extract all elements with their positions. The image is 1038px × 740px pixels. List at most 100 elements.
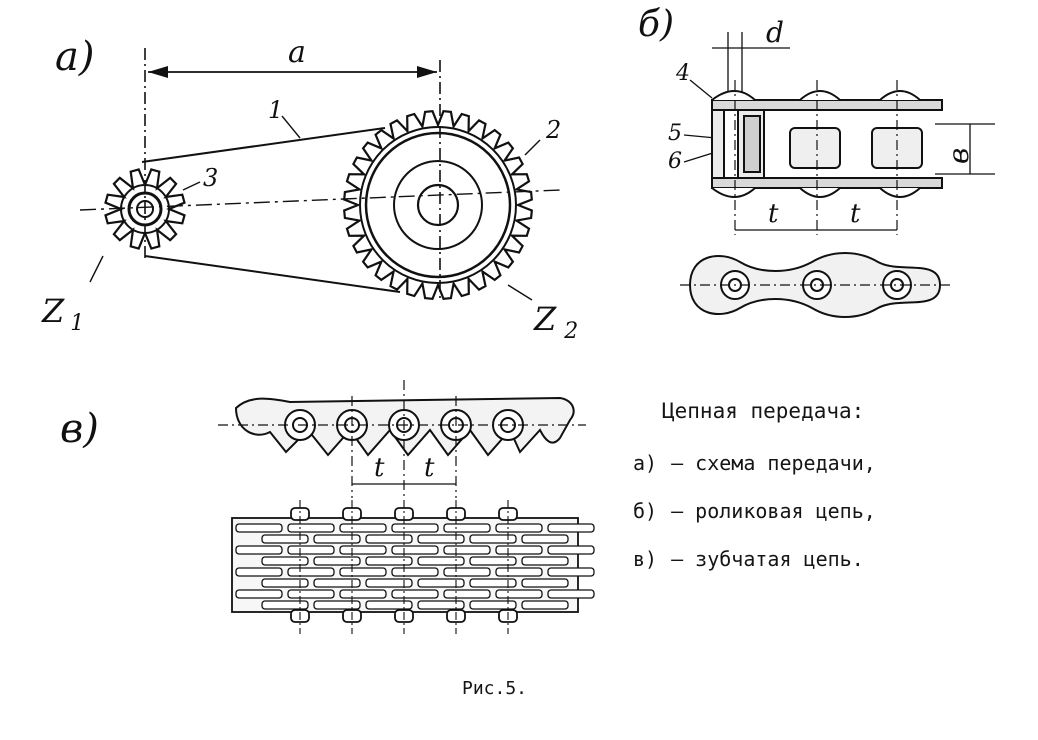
chain-plate bbox=[417, 534, 465, 544]
chain-plate bbox=[547, 567, 595, 577]
chain-plate bbox=[365, 600, 413, 610]
chain-plate bbox=[391, 523, 439, 533]
arrowhead-right bbox=[417, 66, 437, 78]
chain-plate bbox=[521, 578, 569, 588]
small-sprocket-teeth bbox=[104, 168, 186, 250]
leader-2 bbox=[524, 139, 541, 156]
arrowhead-left bbox=[148, 66, 168, 78]
pitch-t-2: t bbox=[850, 199, 861, 229]
leader-z1 bbox=[89, 255, 104, 283]
caption: Цепная передача: а)– схема передачи, б)–… bbox=[633, 399, 876, 571]
chain-pin-hole bbox=[396, 417, 412, 433]
figure-caption: Рис.5. bbox=[462, 678, 527, 699]
panel-b-label: б) bbox=[638, 4, 674, 45]
large-sprocket bbox=[343, 110, 533, 300]
chain-plate bbox=[443, 545, 491, 555]
chain-plate bbox=[521, 600, 569, 610]
chain-lower-strand bbox=[144, 255, 401, 293]
toothed-chain-top-view bbox=[231, 500, 595, 634]
chain-plate bbox=[547, 523, 595, 533]
chain-plate bbox=[261, 578, 309, 588]
chain-plate bbox=[287, 567, 335, 577]
chain-plate bbox=[417, 600, 465, 610]
panel-a: a) a 1 2 3 bbox=[41, 34, 578, 344]
large-sprocket-teeth bbox=[343, 110, 533, 300]
leader-4 bbox=[689, 79, 713, 99]
chain-plate bbox=[469, 556, 517, 566]
caption-item-c: в)– зубчатая цепь. bbox=[633, 547, 864, 571]
chain-plate bbox=[287, 589, 335, 599]
chain-plate bbox=[235, 523, 283, 533]
chain-plate bbox=[469, 534, 517, 544]
sprocket-number-2: 2 bbox=[545, 116, 561, 144]
panel-c-label: в) bbox=[60, 406, 99, 452]
chain-plate bbox=[417, 578, 465, 588]
roller-chain-side-view bbox=[680, 252, 950, 318]
leader-5 bbox=[683, 134, 717, 139]
chain-plate bbox=[313, 578, 361, 588]
roller-chain-top-view bbox=[711, 80, 943, 235]
chain-plate bbox=[443, 523, 491, 533]
chain-plate bbox=[495, 589, 543, 599]
chain-plate bbox=[339, 523, 387, 533]
chain-plate bbox=[339, 545, 387, 555]
sprocket-number-3: 3 bbox=[203, 164, 218, 192]
chain-plate bbox=[313, 600, 361, 610]
chain-plate bbox=[313, 556, 361, 566]
leader-6 bbox=[683, 151, 717, 163]
chain-plate bbox=[547, 545, 595, 555]
chain-plate bbox=[235, 545, 283, 555]
chain-plate bbox=[469, 578, 517, 588]
small-sprocket bbox=[104, 168, 186, 250]
toothed-chain-side-view bbox=[218, 396, 586, 457]
chain-plate bbox=[235, 567, 283, 577]
chain-plate bbox=[365, 578, 413, 588]
chain-plate bbox=[261, 556, 309, 566]
chain-plate bbox=[469, 600, 517, 610]
part-number-5: 5 bbox=[668, 121, 682, 146]
chain-plate bbox=[261, 534, 309, 544]
chain-plate bbox=[495, 523, 543, 533]
dim-b-label: в bbox=[942, 148, 975, 164]
pitch-t-1: t bbox=[768, 199, 779, 229]
chain-plate bbox=[495, 567, 543, 577]
pitch-t-c-2: t bbox=[424, 453, 435, 483]
chain-plate bbox=[313, 534, 361, 544]
pitch-t-c-1: t bbox=[374, 453, 385, 483]
dimension-a-label: a bbox=[288, 35, 306, 70]
leader-z2 bbox=[507, 284, 533, 301]
chain-number-1: 1 bbox=[268, 96, 283, 124]
part-number-4: 4 bbox=[675, 61, 690, 86]
panel-b: б) d 4 5 6 bbox=[638, 4, 995, 318]
chain-plate bbox=[339, 589, 387, 599]
chain-upper-strand bbox=[141, 127, 386, 163]
caption-item-b: б)– роликовая цепь, bbox=[633, 499, 876, 523]
caption-item-a: а)– схема передачи, bbox=[633, 451, 876, 475]
caption-title: Цепная передача: bbox=[662, 399, 864, 423]
chain-plate bbox=[235, 589, 283, 599]
leader-1 bbox=[281, 115, 301, 139]
chain-plate bbox=[391, 567, 439, 577]
part-number-6: 6 bbox=[668, 149, 682, 174]
chain-plate bbox=[365, 556, 413, 566]
panel-a-label: a) bbox=[55, 34, 94, 80]
chain-plate bbox=[521, 534, 569, 544]
chain-plate bbox=[391, 545, 439, 555]
leader-3 bbox=[182, 181, 201, 191]
panel-c: в) t t bbox=[60, 380, 595, 634]
chain-plate bbox=[443, 589, 491, 599]
chain-plate bbox=[339, 567, 387, 577]
chain-plate bbox=[417, 556, 465, 566]
chain-plate bbox=[261, 600, 309, 610]
chain-plate bbox=[365, 534, 413, 544]
chain-plate bbox=[391, 589, 439, 599]
chain-plate bbox=[521, 556, 569, 566]
chain-plate bbox=[495, 545, 543, 555]
dim-d-label: d bbox=[766, 16, 784, 49]
chain-plate bbox=[547, 589, 595, 599]
chain-plate bbox=[443, 567, 491, 577]
